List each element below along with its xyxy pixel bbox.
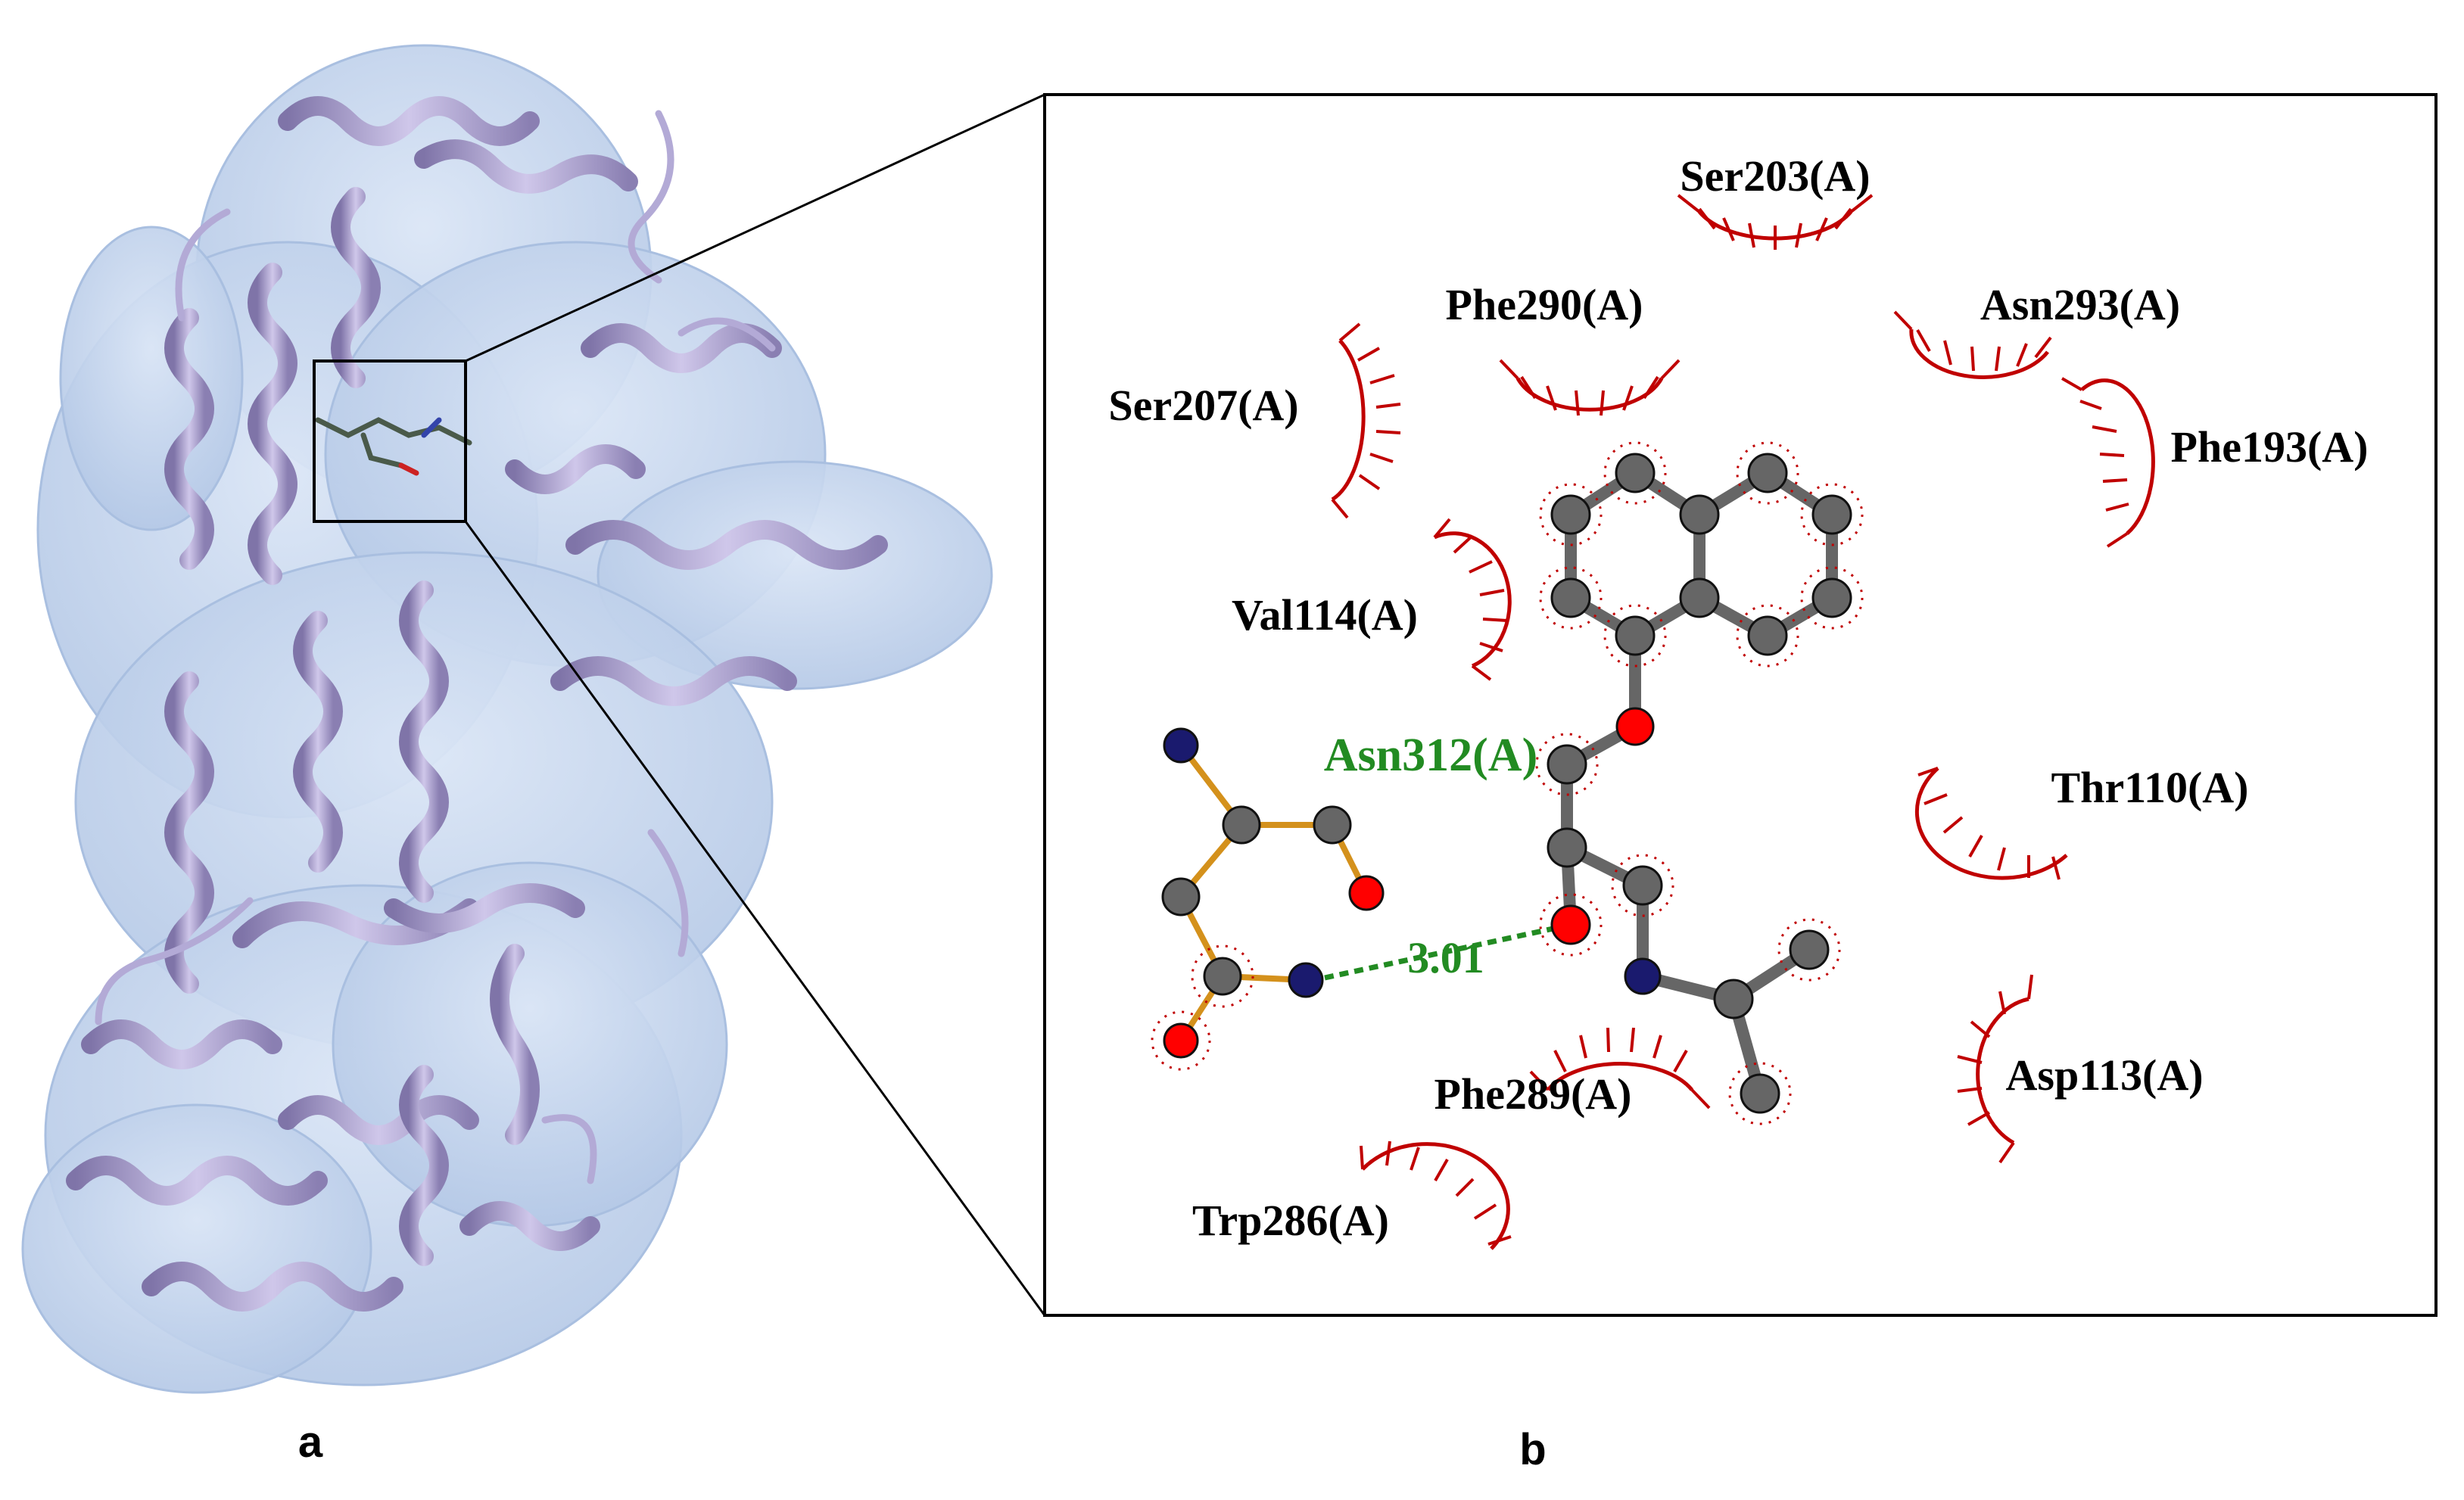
carbon-atom [1550,577,1591,618]
residue-label-ser207: Ser207(A) [1108,381,1298,430]
interaction-panel-frame [1043,93,2438,1317]
oxygen-atom [1550,904,1591,945]
carbon-atom [1811,577,1852,618]
hydrophobic-arc-phe289 [1529,1027,1711,1109]
carbon-atom [1747,615,1788,656]
carbon-atom [1679,494,1720,535]
carbon-atom [1713,979,1754,1019]
binding-site-box [313,359,467,523]
hydrophobic-arc-phe290 [1499,359,1681,416]
hbond-distance-label: 3.01 [1407,933,1484,982]
hydrogen-bond: 3.01 [1324,922,1572,982]
carbon-atom [1789,929,1830,970]
hydrophobic-arc-phe193 [2061,377,2155,548]
ligand-molecule [1151,441,1864,1125]
oxygen-atom [1163,1022,1199,1059]
oxygen-atom [1348,875,1385,911]
carbon-atom [1222,805,1261,845]
residue-label-asp113: Asp113(A) [2005,1050,2203,1100]
residue-label-val114: Val114(A) [1232,590,1418,640]
ligand-sticks [315,417,472,476]
hydrophobic-arc-trp286 [1360,1141,1512,1250]
carbon-atom [1811,494,1852,535]
carbon-atom [1615,615,1656,656]
carbon-atom [1622,865,1663,906]
nitrogen-atom [1163,727,1199,764]
carbon-atom [1313,805,1352,845]
oxygen-atom [1615,707,1655,746]
residue-label-phe193: Phe193(A) [2171,422,2369,471]
protein-structure [21,44,993,1394]
zoom-connector [464,93,1046,1316]
carbon-atom [1740,1073,1780,1114]
carbon-atom [1547,827,1587,868]
residue-label-phe289: Phe289(A) [1434,1069,1632,1119]
ribbon-loops [95,110,776,1184]
residue-label-thr110: Thr110(A) [2051,763,2249,812]
asn312-residue [1161,727,1385,1059]
interaction-diagram: Ser203(A) Phe290(A) Asn293(A) Ser207(A) … [1043,93,2438,1317]
carbon-atom [1679,577,1720,618]
nitrogen-atom [1288,962,1324,998]
ribbon-helices [66,96,888,1312]
carbon-atom [1161,877,1201,916]
hydrophobic-arc-thr110 [1914,767,2068,880]
nitrogen-atom [1624,957,1662,995]
residue-label-phe290: Phe290(A) [1446,280,1643,329]
hydrophobic-arc-ser203 [1677,194,1874,250]
carbon-atom [1550,494,1591,535]
hydrophobic-arc-ser207 [1331,322,1401,519]
panel-label-a: a [298,1418,323,1467]
hydrophobic-arc-val114 [1433,518,1512,681]
carbon-atom [1547,744,1587,785]
hydrophobic-arc-asp113 [1957,974,2033,1164]
residue-label-trp286: Trp286(A) [1192,1196,1389,1245]
residue-label-asn312: Asn312(A) [1324,730,1537,781]
residue-label-ser203: Ser203(A) [1680,151,1870,201]
carbon-atom [1747,453,1788,493]
carbon-atom [1203,957,1242,996]
hydrophobic-contacts [1331,194,2155,1250]
hydrophobic-arc-asn293 [1893,310,2052,379]
panel-label-b: b [1519,1425,1546,1474]
residue-label-asn293: Asn293(A) [1980,280,2180,329]
carbon-atom [1615,453,1656,493]
residue-labels: Ser203(A) Phe290(A) Asn293(A) Ser207(A) … [1108,151,2368,1245]
